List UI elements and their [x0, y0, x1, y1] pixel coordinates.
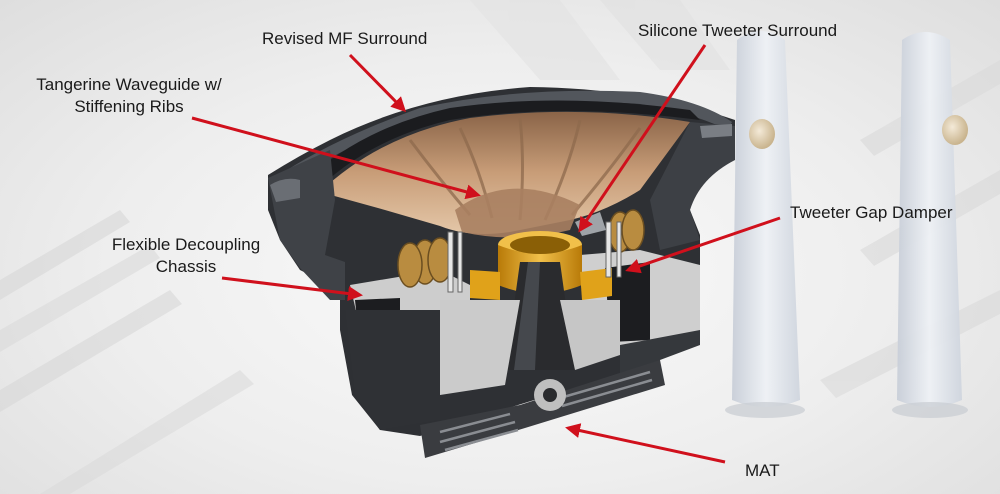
arrow-tangerine-waveguide	[191, 116, 481, 200]
arrow-tweeter-gap-damper	[625, 216, 781, 274]
callout-arrows	[191, 44, 781, 464]
arrow-silicone-tweeter-surround	[578, 44, 707, 233]
label-tweeter-gap-damper: Tweeter Gap Damper	[790, 202, 953, 224]
arrow-revised-mf-surround	[348, 53, 407, 113]
label-text-line1: Flexible Decoupling	[111, 235, 261, 254]
label-revised-mf-surround: Revised MF Surround	[262, 28, 427, 50]
label-tangerine-waveguide: Tangerine Waveguide w/ Stiffening Ribs	[18, 74, 240, 118]
speaker-cabinet-left	[725, 31, 805, 418]
label-text-line2: Chassis	[155, 257, 217, 276]
label-text: Revised MF Surround	[262, 29, 428, 48]
label-flexible-decoupling-chassis: Flexible Decoupling Chassis	[96, 234, 276, 278]
driver-cutaway	[268, 87, 735, 458]
label-text: Tweeter Gap Damper	[790, 203, 953, 222]
label-text: Silicone Tweeter Surround	[638, 21, 838, 40]
label-text: MAT	[745, 461, 780, 480]
label-silicone-tweeter-surround: Silicone Tweeter Surround	[638, 20, 837, 42]
label-text-line1: Tangerine Waveguide w/	[36, 75, 222, 94]
speaker-cabinet-right	[892, 32, 968, 418]
label-mat: MAT	[745, 460, 780, 482]
arrow-mat	[565, 423, 726, 464]
arrow-flexible-decoupling-chassis	[221, 276, 363, 301]
label-text-line2: Stiffening Ribs	[74, 97, 184, 116]
